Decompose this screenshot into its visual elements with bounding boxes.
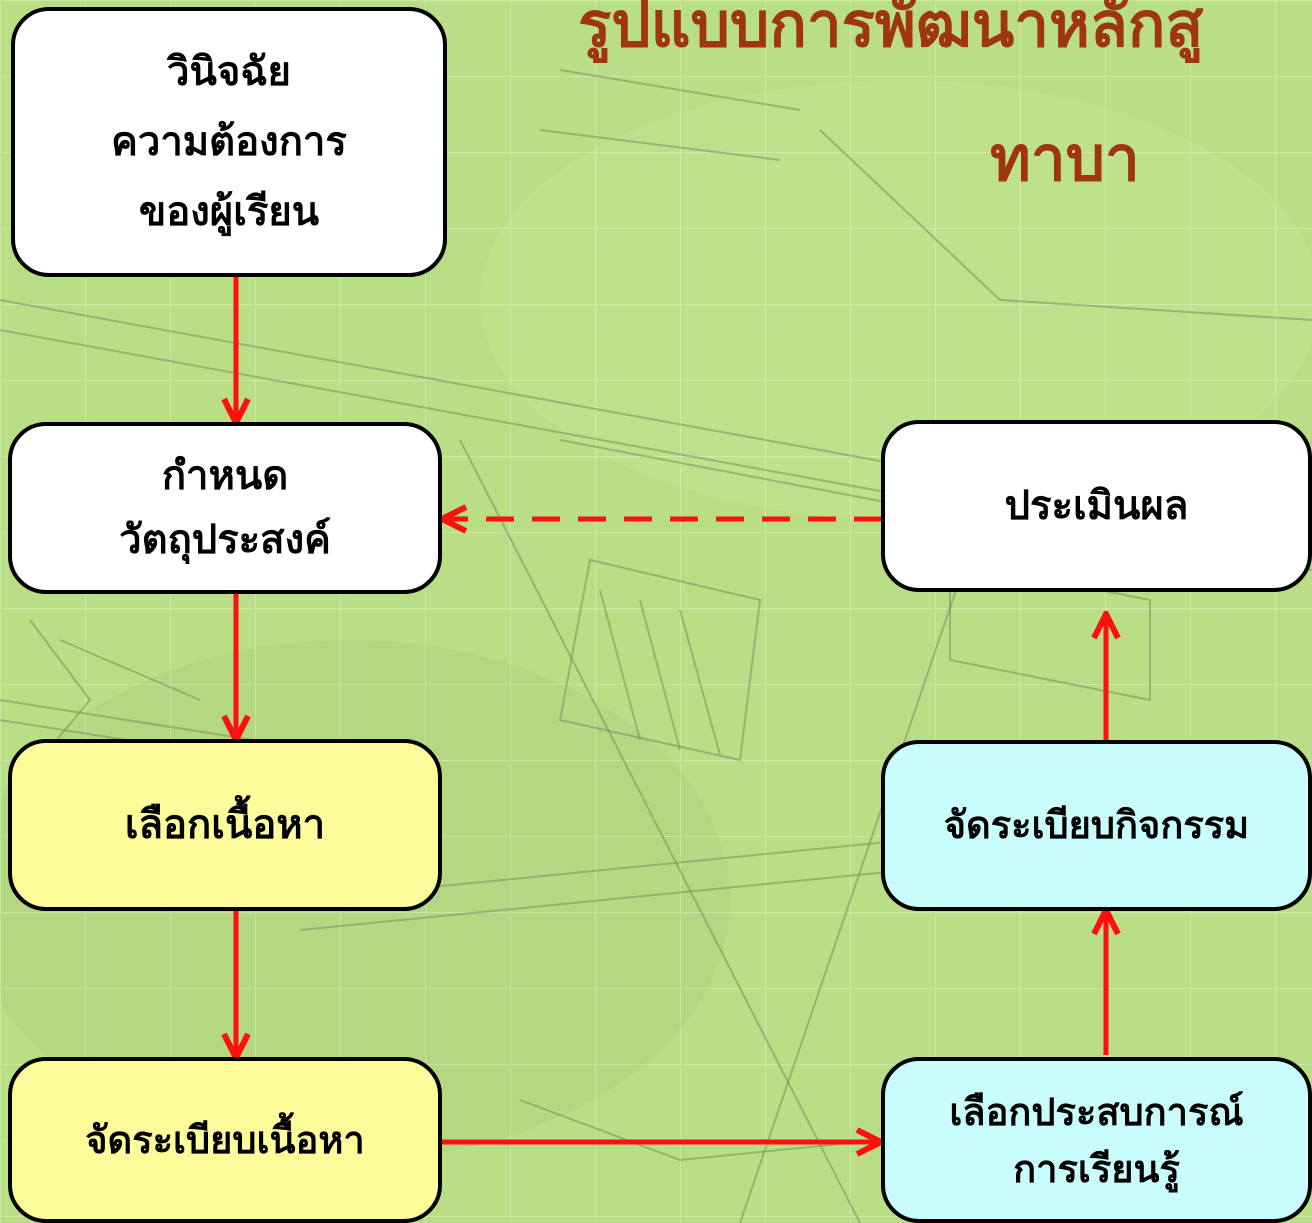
node-set-objectives-line1: กำหนด [161, 452, 289, 499]
node-select-content-line1: เลือกเนื้อหา [124, 801, 326, 848]
node-diagnose-needs-line1: วินิจฉัย [167, 48, 291, 95]
node-organize-activities-line1: จัดระเบียบกิจกรรม [943, 802, 1250, 848]
node-set-objectives-line2: วัตถุประสงค์ [119, 516, 331, 563]
node-diagnose-needs-line2: ความต้องการ [111, 118, 347, 165]
node-set-objectives: กำหนด วัตถุประสงค์ [8, 422, 442, 594]
node-select-experience-line1: เลือกประสบการณ์ [949, 1089, 1244, 1134]
diagram-title-line1: รูปแบบการพัฒนาหลักสู [578, 0, 1204, 61]
node-organize-content: จัดระเบียบเนื้อหา [8, 1057, 442, 1223]
node-select-content: เลือกเนื้อหา [8, 739, 442, 911]
node-select-experience: เลือกประสบการณ์ การเรียนรู้ [881, 1057, 1312, 1223]
node-organize-content-line1: จัดระเบียบเนื้อหา [85, 1116, 365, 1162]
node-diagnose-needs-line3: ของผู้เรียน [138, 188, 320, 235]
diagram-title-line2: ทาบา [990, 122, 1140, 195]
node-organize-activities: จัดระเบียบกิจกรรม [881, 740, 1312, 911]
node-evaluate: ประเมินผล [881, 420, 1312, 592]
node-evaluate-line1: ประเมินผล [1004, 482, 1189, 529]
node-diagnose-needs: วินิจฉัย ความต้องการ ของผู้เรียน [11, 7, 447, 277]
node-select-experience-line2: การเรียนรู้ [1013, 1146, 1180, 1191]
